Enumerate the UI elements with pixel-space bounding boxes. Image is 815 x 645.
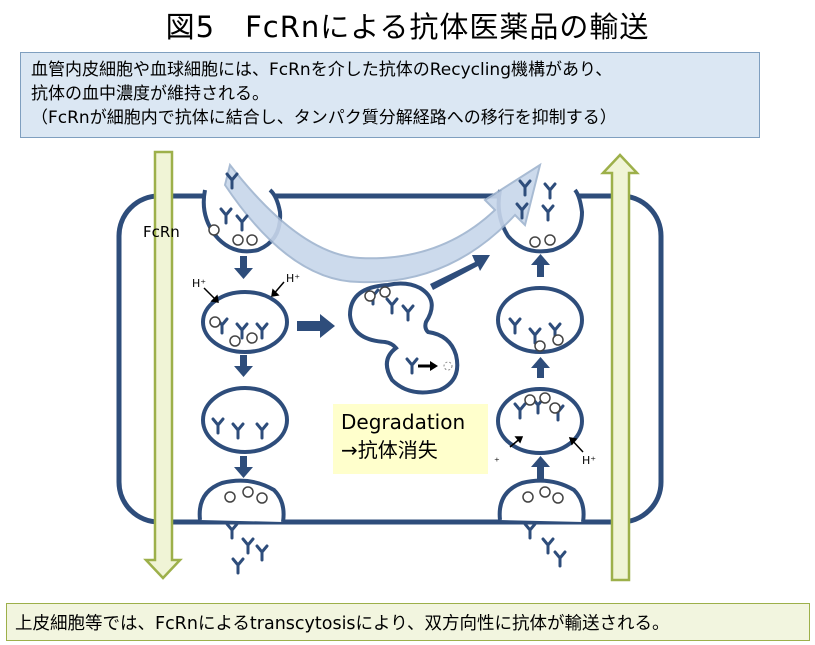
fcrn-label: FcRn: [143, 223, 180, 241]
proton-label: H⁺: [582, 454, 596, 467]
left-transcytosis-arrow: [146, 152, 180, 578]
recycle-arrow: [225, 165, 540, 282]
vesicle-bottom-left: [200, 481, 284, 522]
degradation-label-box: Degradation →抗体消失: [333, 404, 488, 474]
degradation-label: Degradation: [341, 408, 480, 436]
proton-label: ⁺: [494, 455, 500, 468]
degradation-vesicle: [350, 284, 457, 393]
arrow-to-degradation: [297, 314, 335, 338]
vesicle-bottom-right: [500, 481, 584, 522]
proton-label: H⁺: [192, 277, 206, 290]
proton-label: H⁺: [286, 272, 300, 285]
bottom-summary-box: 上皮細胞等では、FcRnによるtranscytosisにより、双方向性に抗体が輸…: [6, 603, 810, 641]
right-transcytosis-arrow: [603, 155, 637, 580]
degradation-result: →抗体消失: [341, 436, 480, 464]
